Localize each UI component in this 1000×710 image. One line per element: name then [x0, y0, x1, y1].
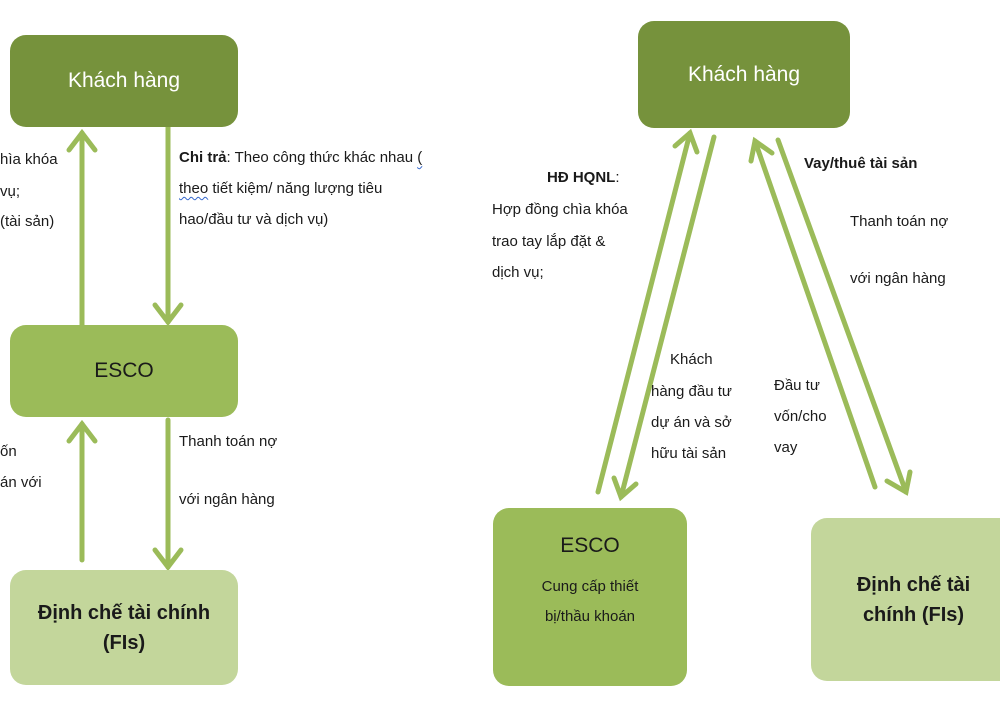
- right-loan-label: Vay/thuê tài sản: [804, 155, 918, 172]
- right-invest-customer-3: dự án và sở: [651, 414, 732, 431]
- right-esco-title: ESCO: [560, 534, 620, 557]
- left-customer-title: Khách hàng: [67, 69, 181, 92]
- right-invest-lend-1: Đầu tư: [774, 377, 820, 394]
- right-fi-box: Định chế tài chính (FIs): [811, 518, 1000, 681]
- left-cut-bottom-1: ốn: [0, 443, 17, 460]
- left-payment-line1: Chi trả: Theo công thức khác nhau (: [179, 143, 422, 173]
- right-debt-line2: với ngân hàng: [850, 270, 946, 287]
- right-esco-subtitle: Cung cấp thiết bị/thầu khoán: [542, 572, 639, 632]
- left-esco-title: ESCO: [94, 359, 154, 382]
- right-contract-line1: Hợp đồng chìa khóa: [492, 201, 628, 218]
- left-cut-top-2: vụ;: [0, 183, 21, 200]
- right-contract-heading-line: HĐ HQNL:: [547, 163, 620, 193]
- right-invest-lend-3: vay: [774, 439, 798, 456]
- arrow-right-customer-to-fi: [775, 137, 913, 496]
- left-cut-top-3: (tài sản): [0, 213, 55, 230]
- left-esco-box: ESCO: [10, 325, 238, 417]
- left-debt-line1: Thanh toán nợ: [179, 433, 278, 450]
- right-contract-heading: HĐ HQNL: [547, 169, 616, 186]
- right-customer-title: Khách hàng: [687, 62, 801, 86]
- arrow-left-customer-to-esco: [152, 124, 184, 327]
- left-payment-theo: theo: [179, 180, 209, 197]
- left-cut-bottom-2: án với: [0, 474, 42, 491]
- right-invest-customer-4: hữu tài sản: [651, 445, 727, 462]
- arrow-right-fi-to-customer: [748, 136, 878, 490]
- right-customer-box: Khách hàng: [638, 21, 850, 128]
- right-contract-colon: :: [615, 169, 620, 186]
- left-payment-line3: hao/đầu tư và dịch vụ): [179, 211, 329, 228]
- left-cut-top-1: hìa khóa: [0, 151, 58, 168]
- left-payment-paren: (: [417, 149, 423, 166]
- right-esco-box: ESCO Cung cấp thiết bị/thầu khoán: [493, 508, 687, 686]
- right-fi-title: Định chế tài chính (FIs): [856, 573, 971, 626]
- left-customer-box: Khách hàng: [10, 35, 238, 127]
- left-fi-box: Định chế tài chính (FIs): [10, 570, 238, 685]
- left-payment-text1: : Theo công thức khác nhau: [226, 149, 418, 166]
- right-invest-customer-1: Khách: [670, 351, 713, 368]
- arrow-left-fi-to-esco: [66, 419, 98, 563]
- arrow-left-esco-to-customer: [66, 128, 98, 328]
- arrow-right-customer-to-esco: [611, 134, 717, 502]
- left-payment-bold: Chi trả: [179, 149, 227, 166]
- right-esco-sub-1: Cung cấp thiết: [541, 578, 639, 595]
- arrow-right-esco-to-customer: [595, 128, 700, 495]
- right-contract-line2: trao tay lắp đặt &: [492, 233, 606, 250]
- right-debt-line1: Thanh toán nợ: [850, 213, 949, 230]
- right-contract-line3: dịch vụ;: [492, 264, 544, 281]
- left-payment-text2: tiết kiệm/ năng lượng tiêu: [208, 180, 383, 197]
- left-payment-line2: theo tiết kiệm/ năng lượng tiêu: [179, 174, 382, 204]
- right-esco-sub-2: bị/thầu khoán: [544, 608, 636, 625]
- left-debt-line2: với ngân hàng: [179, 491, 275, 508]
- arrow-left-esco-to-fi: [152, 417, 184, 572]
- left-fi-title: Định chế tài chính (FIs): [37, 601, 211, 654]
- right-invest-lend-2: vốn/cho: [774, 408, 827, 425]
- right-invest-customer-2: hàng đầu tư: [651, 383, 732, 400]
